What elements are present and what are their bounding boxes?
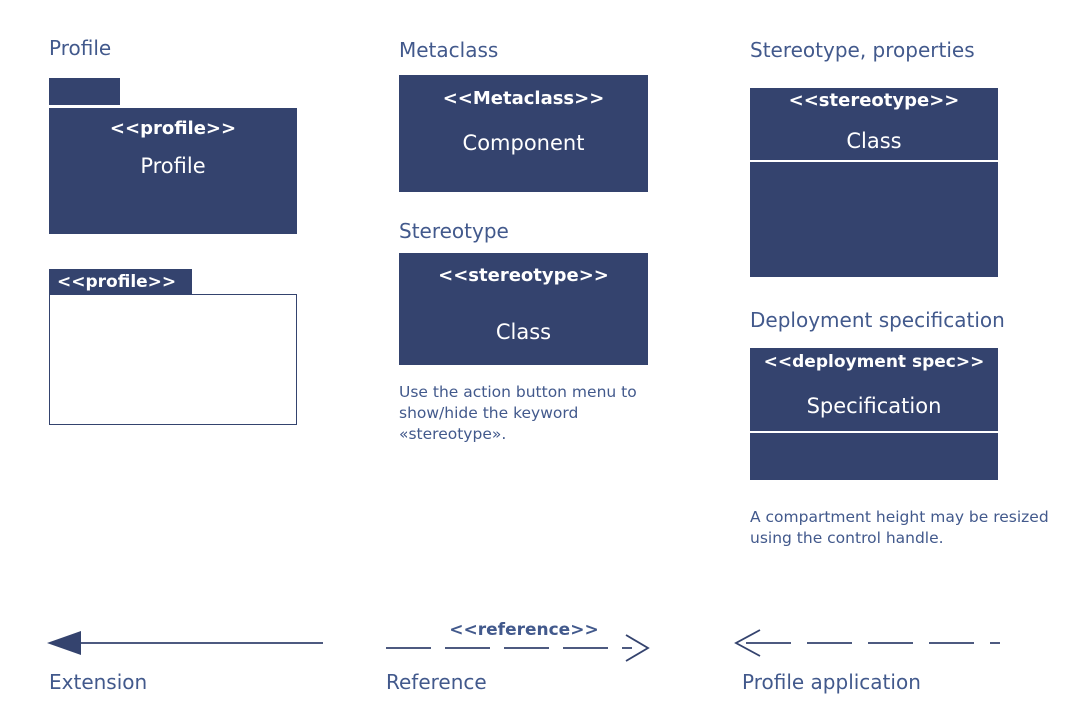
package-body-outline (49, 294, 297, 425)
metaclass-name: Component (462, 131, 585, 155)
package-tab (49, 78, 120, 105)
deployment-specification-keyword: <<deployment spec>> (763, 352, 985, 372)
reference-connector[interactable] (386, 633, 661, 663)
reference-connector-label: <<reference>> (449, 620, 599, 640)
deployment-specification-body (750, 348, 998, 480)
metaclass-box-body (399, 75, 648, 192)
profile-application-caption: Profile application (742, 670, 921, 694)
package-body (49, 108, 297, 234)
extension-connector[interactable] (45, 628, 330, 658)
heading-stereotype: Stereotype (399, 219, 509, 243)
profile-application-connector[interactable] (732, 628, 1012, 658)
compartment-divider (750, 160, 998, 162)
profile-package-name: Profile (140, 154, 206, 178)
package-tab-outline (49, 269, 192, 295)
deployment-specification-name: Specification (806, 394, 942, 418)
open-arrowhead-icon (625, 634, 650, 662)
deployment-specification-note: A compartment height may be resized usin… (750, 508, 1049, 547)
filled-triangle-arrowhead-icon (47, 631, 81, 655)
stereotype-keyword: <<stereotype>> (438, 265, 609, 286)
profile-package-keyword: <<profile>> (109, 118, 237, 139)
extension-caption: Extension (49, 670, 148, 694)
heading-metaclass: Metaclass (399, 38, 499, 62)
metaclass-keyword: <<Metaclass>> (442, 88, 605, 109)
stereotype-note: Use the action button menu to show/hide … (399, 383, 637, 443)
stereotype-properties-keyword: <<stereotype>> (788, 90, 960, 111)
heading-stereotype-properties: Stereotype, properties (750, 38, 975, 62)
stereotype-name: Class (495, 320, 552, 344)
stereotype-properties-name: Class (846, 129, 902, 153)
stereotype-properties-body (750, 88, 998, 277)
heading-deployment-specification: Deployment specification (750, 308, 1005, 332)
compartment-divider-deployment (750, 431, 998, 433)
reference-caption: Reference (386, 670, 487, 694)
heading-profile: Profile (49, 36, 112, 60)
profile-package-outline-keyword: <<profile>> (57, 272, 177, 292)
open-arrowhead-icon (734, 629, 761, 657)
stereotype-box-body (399, 253, 648, 365)
